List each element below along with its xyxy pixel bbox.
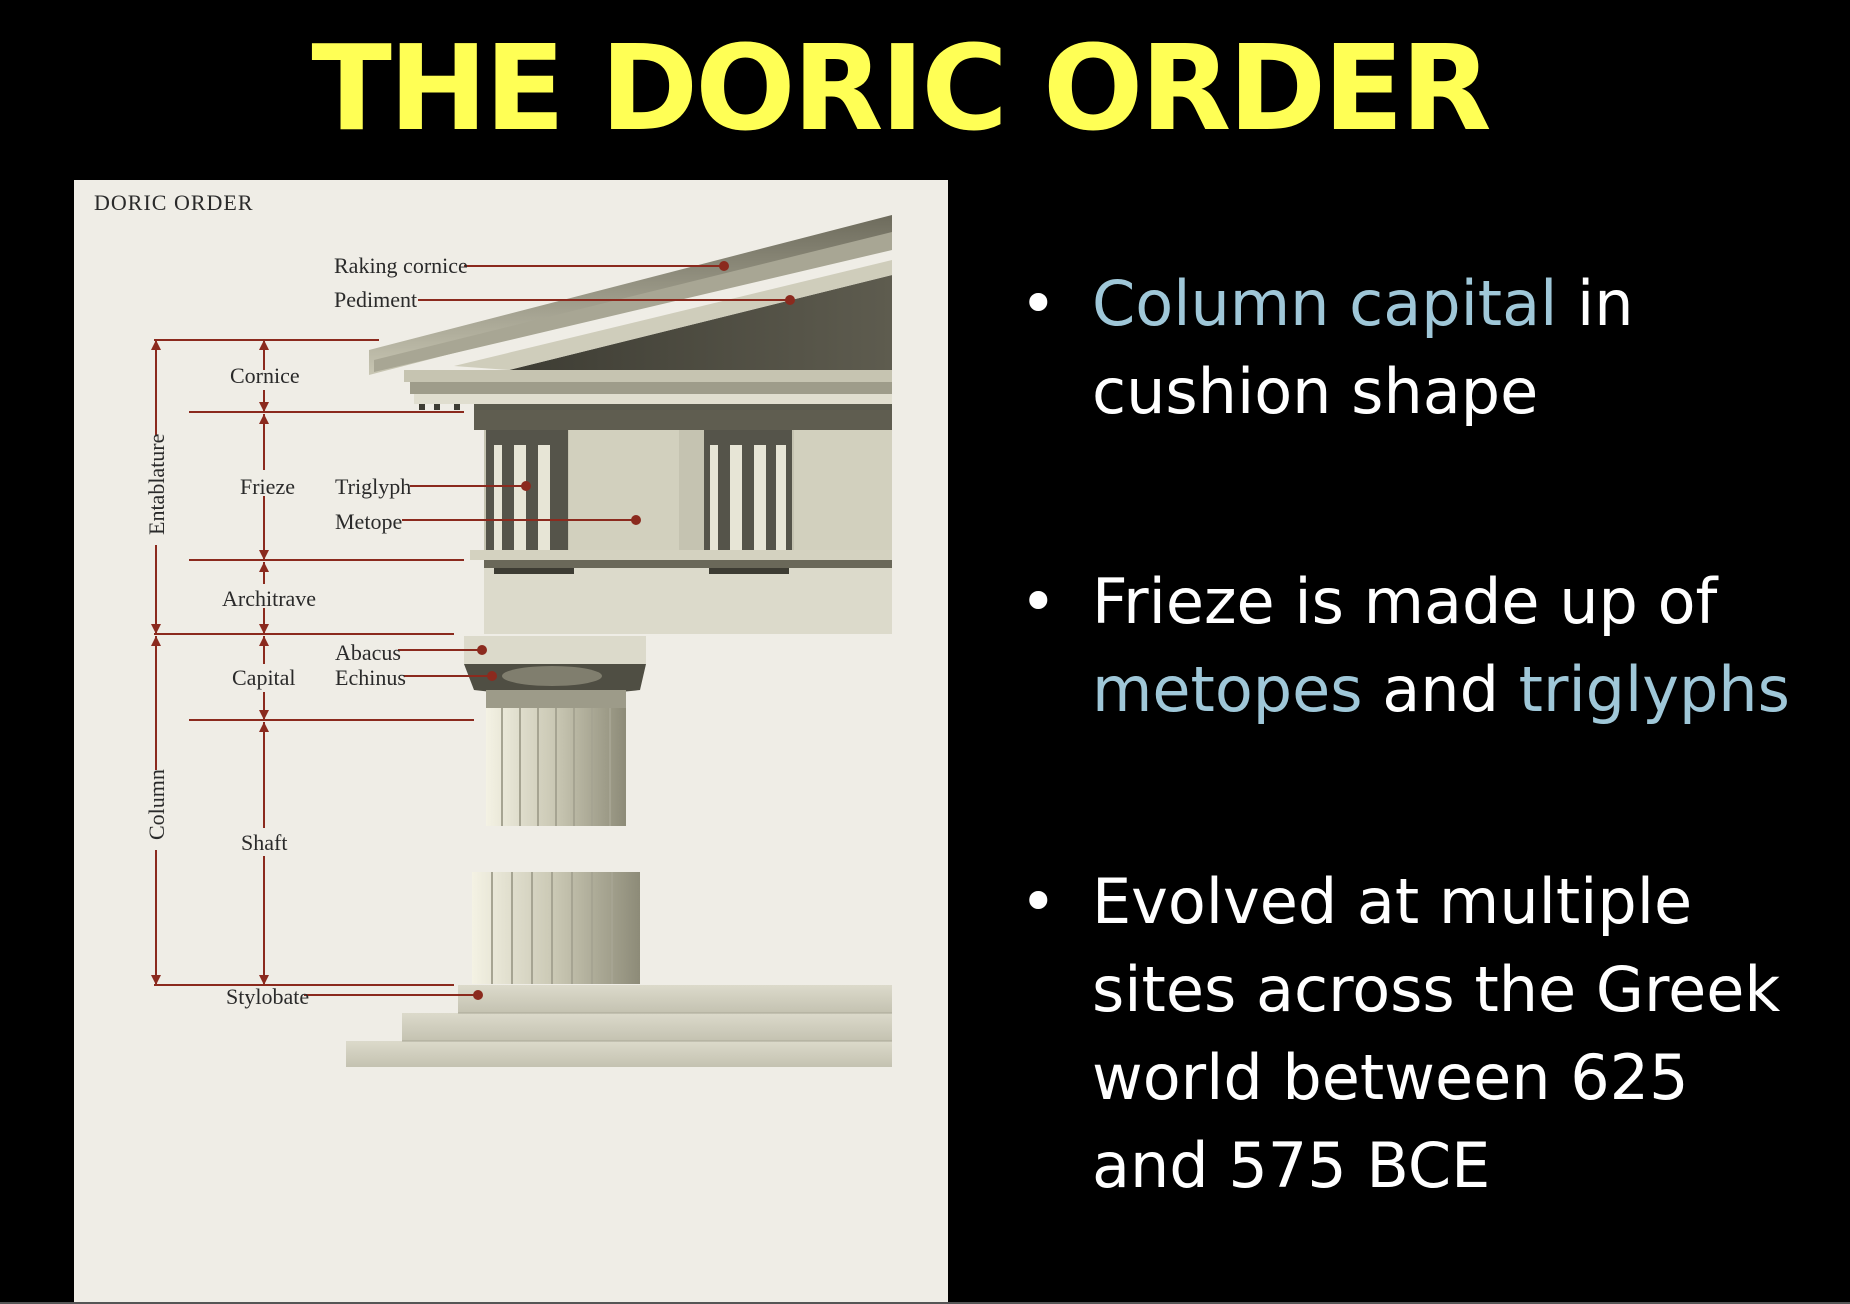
- slide-title: THE DORIC ORDER: [311, 19, 1491, 157]
- label-column: Column: [144, 769, 169, 840]
- bullet-marker: •: [1020, 565, 1057, 638]
- label-metope: Metope: [335, 509, 402, 534]
- label-raking-cornice: Raking cornice: [334, 253, 468, 278]
- bullet-text: and: [1362, 653, 1519, 726]
- highlight-metopes: metopes: [1092, 653, 1363, 726]
- leader-dots: [473, 261, 795, 1000]
- cornice-illustration: [404, 370, 892, 410]
- bullet-marker: •: [1020, 267, 1057, 340]
- bullet-item-evolved: • Evolved at multiple sites across the G…: [1020, 858, 1820, 1210]
- upper-shaft-illustration: [486, 708, 626, 826]
- label-shaft: Shaft: [241, 830, 287, 855]
- bullet-text: Frieze is made up of: [1092, 565, 1718, 638]
- label-entablature: Entablature: [144, 434, 169, 535]
- slide-bottom-border: [0, 1302, 1850, 1304]
- bullet-item-frieze: • Frieze is made up of metopes and trigl…: [1020, 558, 1820, 734]
- capital-illustration: [464, 636, 646, 708]
- doric-order-diagram: DORIC ORDER: [74, 180, 948, 1304]
- diagram-svg: DORIC ORDER: [94, 190, 892, 1067]
- leader-lines: [154, 265, 790, 996]
- arrowheads: [151, 340, 269, 985]
- highlight-column-capital: Column capital: [1092, 267, 1558, 340]
- label-abacus: Abacus: [335, 640, 401, 665]
- label-echinus: Echinus: [335, 665, 406, 690]
- bullet-marker: •: [1020, 865, 1057, 938]
- label-triglyph: Triglyph: [335, 474, 411, 499]
- label-stylobate: Stylobate: [226, 984, 309, 1009]
- stylobate-illustration: [346, 985, 892, 1067]
- bullet-text: Evolved at multiple sites across the Gre…: [1092, 865, 1781, 1202]
- bullet-item-capital: • Column capital in cushion shape: [1020, 260, 1820, 436]
- pediment-illustration: [369, 215, 892, 375]
- frieze-illustration: [470, 410, 892, 568]
- label-cornice: Cornice: [230, 363, 300, 388]
- bullet-text: in cushion shape: [1092, 267, 1634, 428]
- lower-shaft-illustration: [472, 872, 640, 984]
- diagram-heading: DORIC ORDER: [94, 190, 254, 215]
- architrave-illustration: [484, 568, 892, 634]
- label-capital: Capital: [232, 665, 296, 690]
- label-pediment: Pediment: [334, 287, 417, 312]
- highlight-triglyphs: triglyphs: [1518, 653, 1790, 726]
- label-frieze: Frieze: [240, 474, 295, 499]
- label-architrave: Architrave: [222, 586, 316, 611]
